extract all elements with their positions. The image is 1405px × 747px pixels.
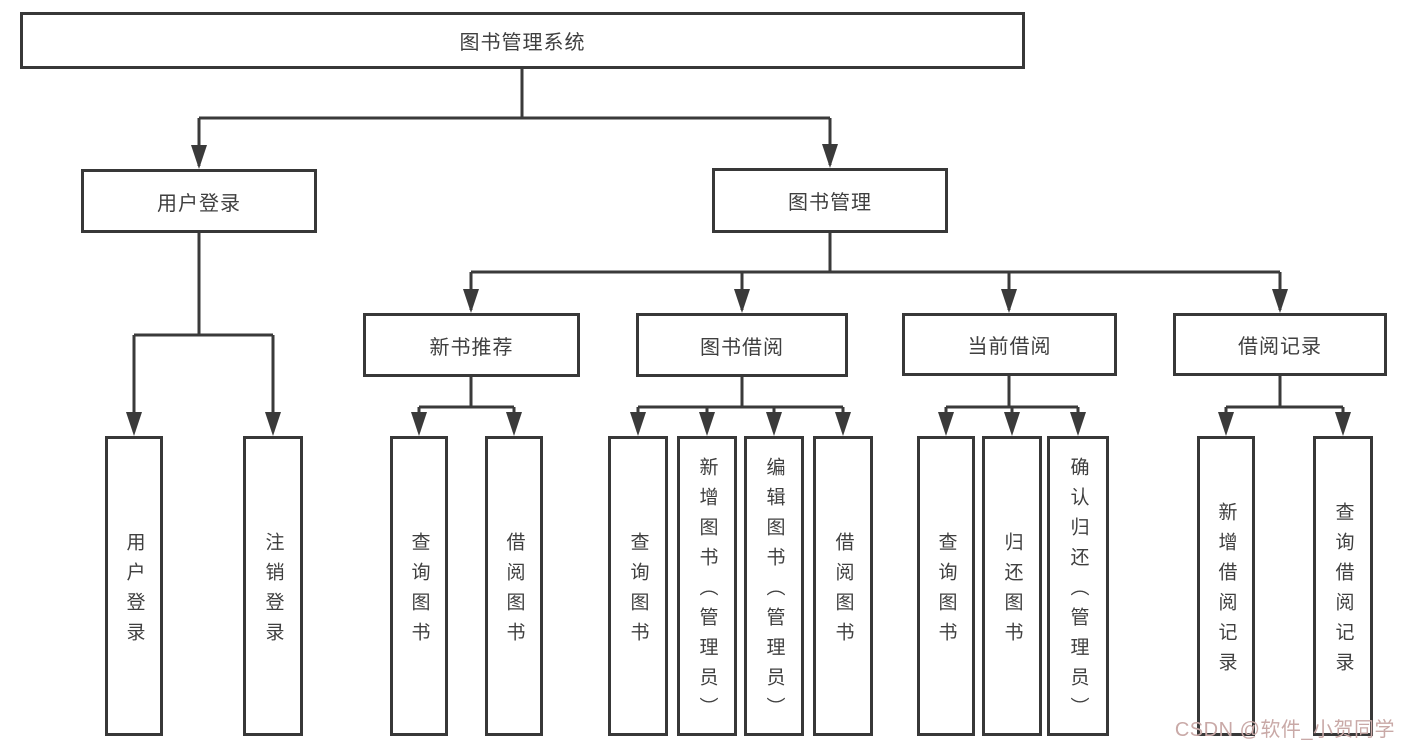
node-label: 新书推荐	[429, 336, 514, 359]
node-label: 图书管理系统	[459, 32, 586, 54]
node-label: 用户登录	[157, 192, 241, 215]
node-label: 当前借阅	[967, 336, 1052, 358]
node-label: 归还图书	[1001, 531, 1023, 652]
arrowheads-leaves	[126, 412, 1351, 436]
leaf-query-books-recommendation: 查询图书	[390, 436, 448, 736]
node-label: 新增借阅记录	[1215, 501, 1237, 682]
node-label: 借阅图书	[503, 531, 525, 652]
arrowheads-level2	[463, 289, 1288, 313]
node-label: 图书借阅	[700, 336, 784, 359]
leaf-query-borrow-record: 查询借阅记录	[1313, 436, 1373, 736]
arrowheads-level1	[191, 144, 838, 169]
node-label: 查询图书	[408, 531, 430, 652]
connector-record-to-leaves	[1224, 376, 1345, 432]
node-user-login: 用户登录	[81, 169, 317, 233]
leaf-confirm-return-admin: 确认归还（管理员）	[1047, 436, 1109, 736]
leaf-borrow-books-recommendation: 借阅图书	[485, 436, 543, 736]
node-label: 查询图书	[627, 531, 649, 652]
leaf-logout: 注销登录	[243, 436, 303, 736]
node-label: 查询图书	[935, 531, 957, 652]
node-label: 查询借阅记录	[1332, 501, 1354, 682]
connector-borrow-to-leaves	[636, 377, 845, 432]
node-label: 注销登录	[262, 531, 284, 652]
leaf-borrow-books: 借阅图书	[813, 436, 873, 736]
node-book-management: 图书管理	[712, 168, 948, 233]
connector-root-to-level1	[197, 69, 832, 166]
node-library-management-system: 图书管理系统	[20, 12, 1025, 69]
node-label: 编辑图书（管理员）	[763, 456, 785, 727]
node-label: 确认归还（管理员）	[1067, 456, 1089, 727]
leaf-return-books: 归还图书	[982, 436, 1042, 736]
node-label: 图书管理	[788, 192, 872, 214]
leaf-query-books-borrowing: 查询图书	[608, 436, 668, 736]
node-new-book-recommendation: 新书推荐	[363, 313, 580, 377]
node-label: 用户登录	[123, 531, 145, 652]
leaf-edit-books-admin: 编辑图书（管理员）	[744, 436, 804, 736]
connector-bookmgmt-to-level2	[469, 233, 1282, 310]
leaf-add-books-admin: 新增图书（管理员）	[677, 436, 737, 736]
csdn-watermark: CSDN @软件_小贺同学	[1174, 719, 1395, 741]
connector-newrec-to-leaves	[417, 377, 516, 432]
leaf-add-borrow-record: 新增借阅记录	[1197, 436, 1255, 736]
leaf-user-login: 用户登录	[105, 436, 163, 736]
node-book-borrowing: 图书借阅	[636, 313, 848, 377]
node-borrowing-records: 借阅记录	[1173, 313, 1387, 376]
node-label: 借阅图书	[832, 531, 854, 652]
connector-userlogin-to-leaves	[132, 233, 275, 432]
node-label: 借阅记录	[1238, 336, 1322, 358]
node-current-borrowing: 当前借阅	[902, 313, 1117, 376]
leaf-query-books-current: 查询图书	[917, 436, 975, 736]
node-label: 新增图书（管理员）	[696, 456, 718, 727]
